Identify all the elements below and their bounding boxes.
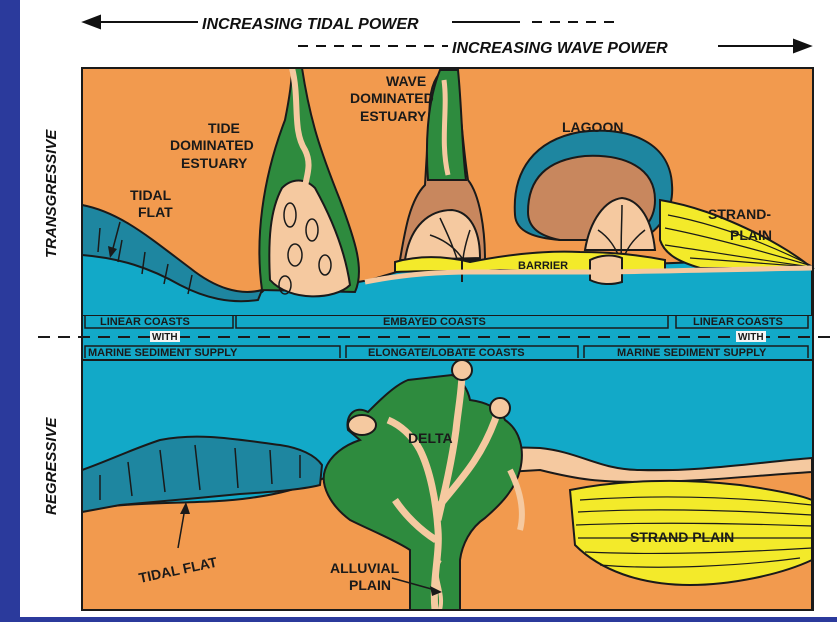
upper-panel [82, 68, 813, 316]
tidal-flat-label-line1: TIDAL [130, 187, 172, 203]
elongate-lobate-coasts: ELONGATE/LOBATE COASTS [368, 347, 525, 359]
tide-estuary-label-line1: TIDE [208, 120, 240, 136]
wave-power-label: INCREASING WAVE POWER [452, 40, 668, 57]
with-left: WITH [152, 332, 178, 343]
tidal-power-label: INCREASING TIDAL POWER [202, 16, 419, 33]
strandplain-label-line2: PLAIN [730, 227, 772, 243]
tidal-flat-label-line2: FLAT [138, 204, 173, 220]
transgressive-label: TRANSGRESSIVE [43, 129, 60, 258]
with-right: WITH [738, 332, 764, 343]
marine-supply-left: MARINE SEDIMENT SUPPLY [88, 347, 238, 359]
alluvial-label-line2: PLAIN [349, 577, 391, 593]
strandplain-label-line1: STRAND- [708, 206, 771, 222]
linear-coasts-left: LINEAR COASTS [100, 316, 190, 328]
tide-estuary-label-line3: ESTUARY [181, 155, 248, 171]
wave-estuary-label-line3: ESTUARY [360, 108, 427, 124]
regressive-label: REGRESSIVE [43, 416, 60, 515]
wave-estuary-label-line1: WAVE [386, 73, 426, 89]
linear-coasts-right: LINEAR COASTS [693, 316, 783, 328]
tide-estuary-label-line2: DOMINATED [170, 137, 254, 153]
lagoon-label: LAGOON [562, 119, 623, 135]
strand-plain-lower-label: STRAND PLAIN [630, 529, 734, 545]
embayed-coasts: EMBAYED COASTS [383, 316, 486, 328]
marine-supply-right: MARINE SEDIMENT SUPPLY [617, 347, 767, 359]
alluvial-label-line1: ALLUVIAL [330, 560, 400, 576]
barrier-label: BARRIER [518, 260, 568, 272]
wave-estuary-label-line2: DOMINATED [350, 90, 434, 106]
delta-label: DELTA [408, 430, 453, 446]
